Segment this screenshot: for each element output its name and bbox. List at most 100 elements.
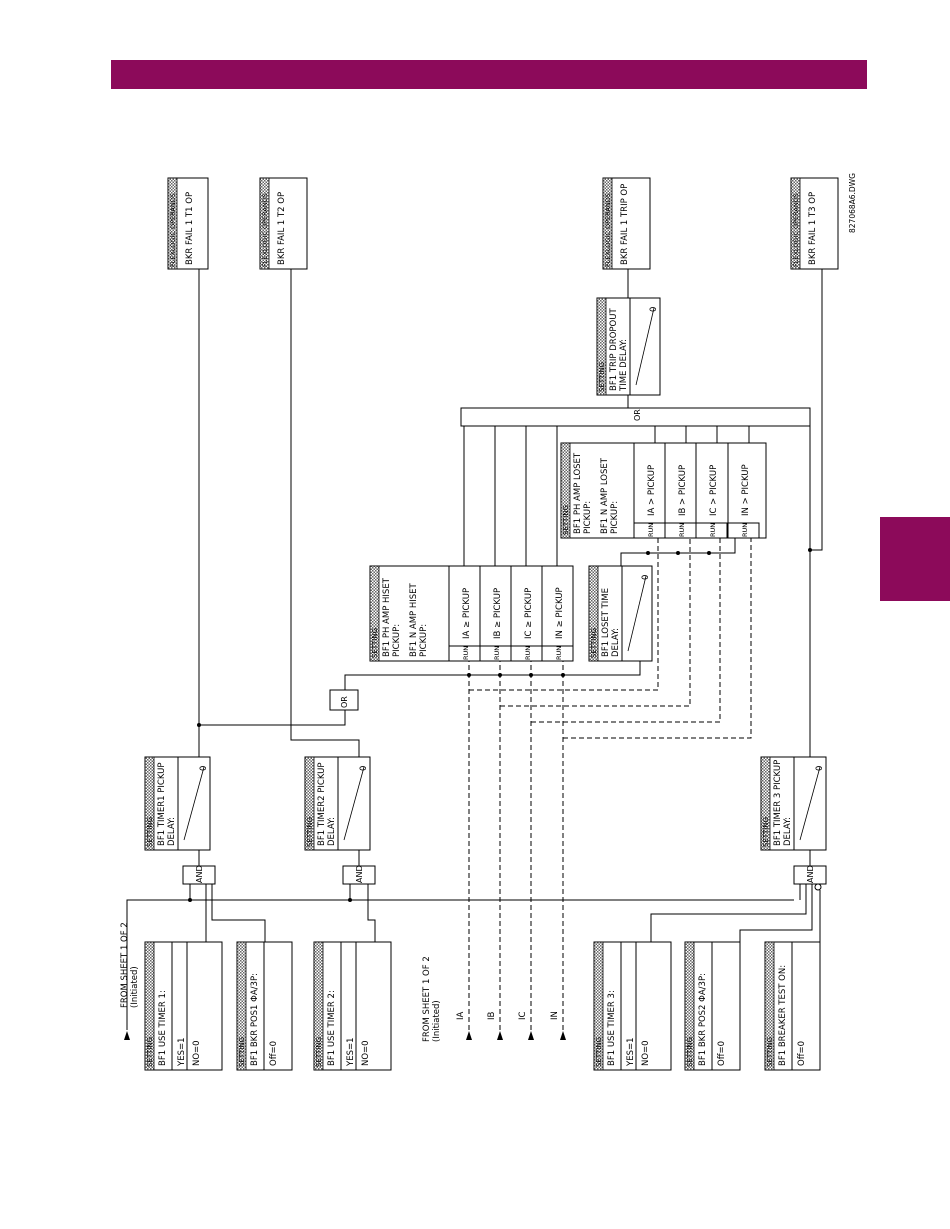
timer-ramp xyxy=(627,575,647,652)
timer-label: TIME DELAY: xyxy=(619,339,629,392)
timer-label: DELAY: xyxy=(611,628,621,657)
operand-header-hatch xyxy=(602,177,613,270)
comparator-row: IB > PICKUP xyxy=(678,465,688,516)
timer-box xyxy=(596,297,661,396)
wire xyxy=(650,884,807,942)
setting-header-hatch xyxy=(684,941,695,1071)
timer-header: SETTING xyxy=(306,817,314,847)
timer-graph xyxy=(793,756,827,851)
input-arrow-icon xyxy=(528,1031,534,1040)
and-gate-1-label: AND xyxy=(195,865,204,883)
setting-option: Off=0 xyxy=(797,1041,807,1066)
setting-option: NO=0 xyxy=(361,1040,371,1066)
operand-header: FLEXLOGIC OPERANDS xyxy=(604,193,612,267)
setting-header-hatch xyxy=(144,941,155,1071)
setting-header-hatch xyxy=(593,941,604,1071)
run-label: RUN xyxy=(741,523,749,537)
wire xyxy=(367,884,376,942)
junction-dot xyxy=(707,551,711,555)
timer-header-hatch xyxy=(596,297,607,396)
timer-ramp xyxy=(635,307,655,386)
current-signal xyxy=(531,538,721,723)
run-label: RUN xyxy=(493,646,501,660)
timer-value: 0 xyxy=(649,307,659,312)
junction-dot xyxy=(529,673,533,677)
setting-header: SETTING xyxy=(238,1037,246,1067)
timer-label: BF1 TIMER1 PICKUP xyxy=(157,762,167,846)
run-label: RUN xyxy=(709,523,717,537)
timer-header: SETTING xyxy=(762,817,770,847)
setting-option: YES=1 xyxy=(177,1038,187,1068)
or-gate-trip xyxy=(460,407,811,427)
current-input-label: IC xyxy=(518,1011,528,1020)
run-label: RUN xyxy=(524,646,532,660)
current-signal xyxy=(469,538,659,691)
timer-graph xyxy=(177,756,211,851)
timer-graph xyxy=(629,297,661,396)
and-gate-3-label: AND xyxy=(806,865,815,883)
run-box xyxy=(695,522,728,539)
and-gate-2 xyxy=(342,865,376,885)
junction-dot xyxy=(188,898,192,902)
junction-dot xyxy=(808,548,812,552)
comparator-header: SETTING xyxy=(562,505,570,535)
comparator-label: BF1 N AMP HISET xyxy=(409,582,419,657)
junction-dot xyxy=(197,723,201,727)
setting-header-hatch xyxy=(764,941,775,1071)
current-input-label: IN xyxy=(550,1011,560,1020)
setting-header-hatch xyxy=(313,941,324,1071)
run-box xyxy=(541,645,574,662)
junction-dot xyxy=(348,898,352,902)
from-sheet-sublabel: (Initiated) xyxy=(432,1000,442,1042)
operand-header: FLEXLOGIC OPERANDS xyxy=(792,193,800,267)
timer-header: SETTING xyxy=(146,817,154,847)
operand-header-hatch xyxy=(167,177,178,270)
comparator-label: PICKUP: xyxy=(610,501,620,534)
input-arrow-icon xyxy=(497,1031,503,1040)
from-sheet-label: FROM SHEET 1 OF 2 xyxy=(120,922,130,1008)
setting-title: BF1 BKR POS1 ΦA/3P: xyxy=(250,973,260,1066)
setting-header: SETTING xyxy=(315,1037,323,1067)
comparator-row: IA ≥ PICKUP xyxy=(462,588,472,639)
operand-header: FLEXLOGIC OPERANDS xyxy=(169,193,177,267)
setting-header: SETTING xyxy=(686,1037,694,1067)
comparator-row: IC > PICKUP xyxy=(709,465,719,516)
comparator-label: PICKUP: xyxy=(419,624,429,657)
logic-blocks xyxy=(124,177,839,1071)
operand-header-hatch xyxy=(259,177,270,270)
setting-title: BF1 BKR POS2 ΦA/3P: xyxy=(698,973,708,1066)
comparator-label: BF1 N AMP LOSET xyxy=(600,457,610,534)
timer-header-hatch xyxy=(588,565,599,662)
current-input-label: IA xyxy=(456,1011,466,1020)
comparator-box xyxy=(369,565,574,662)
comparator-label: PICKUP: xyxy=(392,624,402,657)
timer-value: 0 xyxy=(641,575,651,580)
comparator-row: IN > PICKUP xyxy=(741,464,751,516)
timer-label: BF1 TRIP DROPOUT xyxy=(609,308,619,391)
and-gate-3 xyxy=(793,865,827,885)
run-label: RUN xyxy=(462,646,470,660)
timer-label: BF1 TIMER 3 PICKUP xyxy=(773,760,783,846)
wiring xyxy=(126,269,823,1030)
junction-dot xyxy=(467,673,471,677)
junction-dot xyxy=(561,673,565,677)
comparator-row: IN ≥ PICKUP xyxy=(555,587,565,639)
setting-header-hatch xyxy=(236,941,247,1071)
operand-header-hatch xyxy=(790,177,801,270)
comparator-header-hatch xyxy=(560,442,571,539)
timer-box xyxy=(588,565,653,662)
timer-value: 0 xyxy=(359,766,369,771)
comparator-row: IC ≥ PICKUP xyxy=(524,588,534,639)
operand-header: FLEXLOGIC OPERANDS xyxy=(261,193,269,267)
junction-dot xyxy=(676,551,680,555)
setting-title: BF1 USE TIMER 3: xyxy=(607,990,617,1066)
setting-title: BF1 USE TIMER 2: xyxy=(327,990,337,1066)
comparator-label: BF1 PH AMP HISET xyxy=(382,577,392,657)
timer-ramp xyxy=(343,766,365,841)
comparator-row: IB ≥ PICKUP xyxy=(493,588,503,639)
setting-option: YES=1 xyxy=(626,1038,636,1068)
timer-header-hatch xyxy=(304,756,315,851)
from-sheet-label: FROM SHEET 1 OF 2 xyxy=(422,956,432,1042)
comparator-row: IA > PICKUP xyxy=(647,465,657,516)
